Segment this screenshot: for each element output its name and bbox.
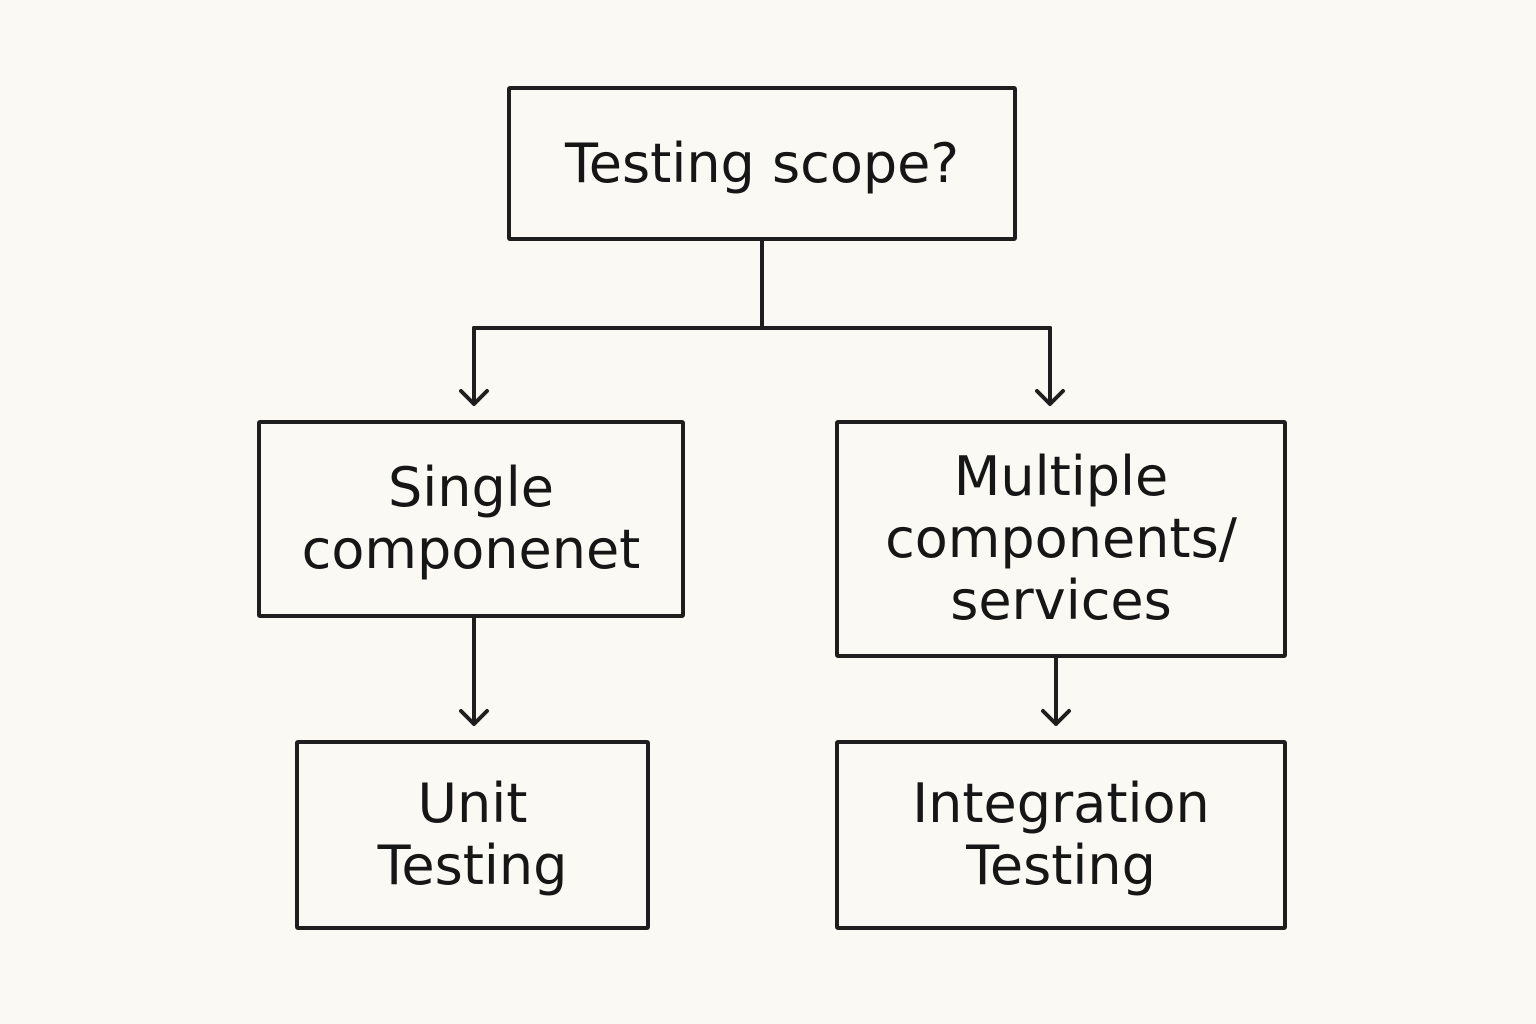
branch-node-single-component: Single componenet: [257, 420, 685, 618]
left-outcome-arrow: [459, 616, 489, 726]
decision-node-testing-scope: Testing scope?: [507, 86, 1017, 241]
outcome-node-label-line: Integration: [912, 772, 1210, 835]
right-outcome-arrow: [1041, 656, 1071, 726]
left-branch-arrow: [459, 326, 489, 406]
right-branch-arrow: [1035, 326, 1065, 406]
branch-node-label-line: services: [950, 569, 1172, 632]
decision-node-label: Testing scope?: [564, 131, 960, 195]
branch-node-label-line: componenet: [301, 518, 641, 581]
branch-node-multiple-components: Multiple components/ services: [835, 420, 1287, 658]
outcome-node-unit-testing: Unit Testing: [295, 740, 650, 930]
outcome-node-label-line: Testing: [966, 834, 1156, 897]
branch-node-label-line: Multiple: [953, 445, 1169, 508]
outcome-node-label-line: Testing: [377, 834, 568, 897]
outcome-node-label-line: Unit: [417, 772, 528, 835]
branch-node-label-line: components/: [885, 507, 1237, 570]
outcome-node-integration-testing: Integration Testing: [835, 740, 1287, 930]
branch-node-label-line: Single: [387, 456, 554, 519]
